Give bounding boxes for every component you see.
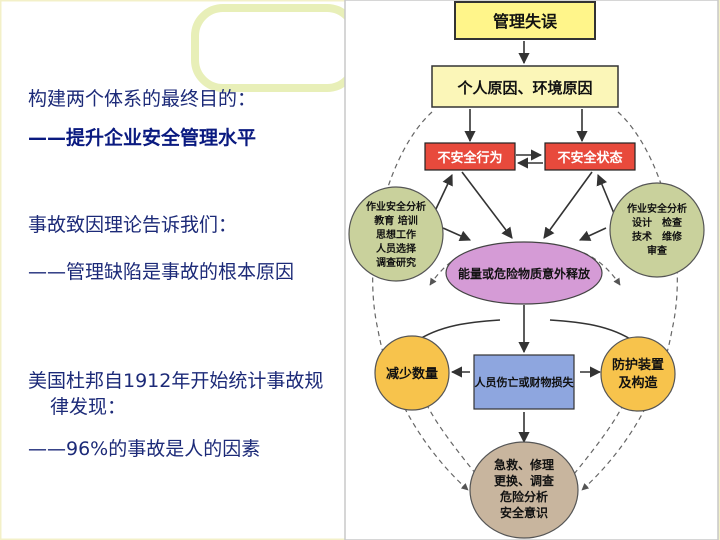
- unsafe-state-box: [544, 142, 636, 171]
- left-measure-2: 教育 培训: [373, 214, 417, 227]
- causes-box: [431, 65, 619, 108]
- right-measure-2: 设计 检查: [632, 216, 683, 229]
- response-label-4: 安全意识: [500, 505, 548, 520]
- accident-causation-diagram: 管理失误 个人原因、环境原因 不安全行为 不安全状态 作业安全分析 教育 培训 …: [344, 0, 719, 540]
- dupont-heading-line1: 美国杜邦自1912年开始统计事故规: [28, 370, 324, 392]
- protection-circle: [600, 336, 676, 412]
- response-circle: [469, 441, 579, 539]
- management-error-label: 管理失误: [493, 12, 558, 31]
- response-label-3: 危险分析: [499, 489, 548, 504]
- causes-label: 个人原因、环境原因: [456, 79, 592, 97]
- energy-release-label: 能量或危险物质意外释放: [458, 266, 591, 281]
- left-measures-circle: [348, 186, 444, 282]
- reduce-quantity-circle: [374, 335, 450, 411]
- goal-heading: 构建两个体系的最终目的：: [28, 88, 257, 110]
- damage-box: [473, 354, 575, 410]
- dupont-point: ——96%的事故是人的因素: [28, 438, 261, 460]
- right-measures-circle: [609, 182, 705, 278]
- reduce-quantity-label: 减少数量: [386, 366, 438, 382]
- damage-label: 人员伤亡或财物损失: [475, 375, 575, 389]
- theory-heading: 事故致因理论告诉我们：: [28, 214, 238, 236]
- left-measure-3: 思想工作: [376, 228, 416, 241]
- left-text-panel: 构建两个体系的最终目的： ——提升企业安全管理水平 事故致因理论告诉我们： ——…: [0, 0, 340, 540]
- management-error-box: [454, 1, 596, 40]
- left-measure-1: 作业安全分析: [366, 200, 426, 213]
- right-measure-1: 作业安全分析: [627, 202, 687, 215]
- energy-release-ellipse: [445, 241, 603, 305]
- right-measure-4: 审查: [647, 244, 668, 257]
- unsafe-state-label: 不安全状态: [557, 150, 622, 166]
- dupont-heading-line2: 律发现：: [50, 396, 127, 418]
- response-label-2: 更换、调查: [494, 473, 555, 488]
- theory-point: ——管理缺陷是事故的根本原因: [28, 261, 295, 283]
- protection-label-1: 防护装置: [612, 357, 664, 373]
- left-measure-5: 调查研究: [376, 256, 416, 269]
- protection-label-2: 及构造: [618, 375, 658, 391]
- left-measure-4: 人员选择: [376, 242, 417, 255]
- response-label-1: 急救、修理: [494, 457, 554, 472]
- unsafe-act-label: 不安全行为: [437, 150, 502, 166]
- right-measure-3: 技术 维修: [632, 230, 683, 243]
- goal-point: ——提升企业安全管理水平: [28, 127, 257, 149]
- unsafe-act-box: [424, 142, 516, 171]
